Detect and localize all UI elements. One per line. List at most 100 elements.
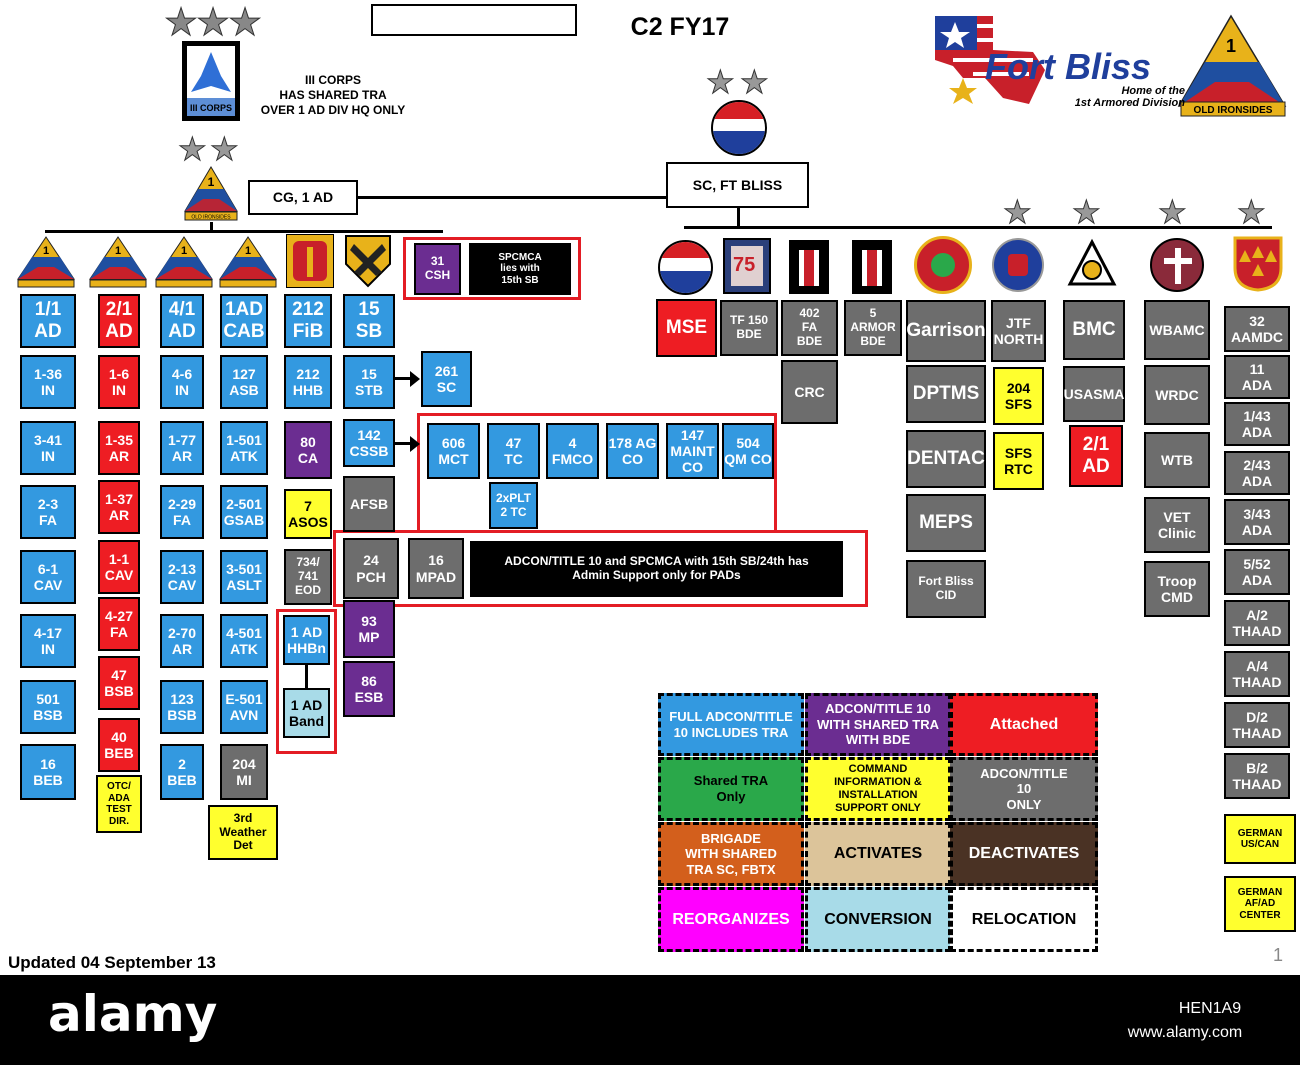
brigade-212-fib: 212 FiB bbox=[284, 294, 332, 348]
battalion-box: 7 ASOS bbox=[284, 489, 332, 539]
company-box: 4 FMCO bbox=[546, 423, 599, 479]
battalion-box: 1-77 AR bbox=[160, 421, 204, 475]
fires-brigade-patch bbox=[286, 234, 334, 288]
legend-item: Shared TRA Only bbox=[658, 757, 804, 821]
general-star-icon: ★ bbox=[1072, 194, 1102, 230]
battalion-box: 142 CSSB bbox=[343, 419, 395, 467]
general-star-icon: ★ bbox=[163, 2, 199, 44]
general-star-icon: ★ bbox=[178, 131, 208, 167]
sc-patch bbox=[711, 100, 767, 156]
first-army-patch bbox=[852, 240, 892, 294]
spcmca-note: SPCMCA lies with 15th SB bbox=[469, 243, 571, 295]
general-star-icon: ★ bbox=[227, 2, 263, 44]
2xplt-2tc: 2xPLT 2 TC bbox=[489, 482, 538, 529]
armor-triangle-icon: 1 OLD IRONSIDES bbox=[184, 166, 238, 221]
wbamc-unit: WRDC bbox=[1144, 365, 1210, 425]
battalion-box: AFSB bbox=[343, 476, 395, 532]
261-sc: 261 SC bbox=[421, 351, 472, 407]
corps-note: III CORPS HAS SHARED TRA OVER 1 AD DIV H… bbox=[260, 73, 406, 117]
watermark-url: www.alamy.com bbox=[1127, 1024, 1243, 1041]
crc: CRC bbox=[781, 360, 838, 424]
legend-item: DEACTIVATES bbox=[950, 822, 1098, 886]
garrison-unit: MEPS bbox=[906, 494, 986, 552]
battalion-box: 734/ 741 EOD bbox=[284, 549, 332, 605]
div-stem-line bbox=[210, 222, 213, 232]
tf150-patch: 75 bbox=[723, 238, 771, 294]
aamdc-patch bbox=[1233, 236, 1283, 292]
logo-tagline: Home of the 1st Armored Division bbox=[1074, 85, 1185, 109]
watermark-banner: alamy HEN1A9 www.alamy.com bbox=[0, 975, 1300, 1065]
sc-bus-line bbox=[684, 226, 1272, 229]
ada-unit: 5/52 ADA bbox=[1224, 549, 1290, 595]
legend-item: Attached bbox=[950, 693, 1098, 756]
sustainment-brigade-patch bbox=[344, 234, 392, 288]
1ad-brigade-patch: 1 bbox=[88, 235, 148, 289]
31-csh: 31 CSH bbox=[414, 243, 461, 295]
garrison: Garrison bbox=[906, 300, 986, 362]
cg-1ad-box: CG, 1 AD bbox=[248, 180, 358, 215]
legend-item: ADCON/TITLE 10 ONLY bbox=[950, 757, 1098, 821]
company-box: 47 TC bbox=[487, 423, 540, 479]
bmc-patch bbox=[1066, 238, 1118, 292]
battalion-box: 93 MP bbox=[343, 600, 395, 658]
battalion-box: 16 BEB bbox=[20, 744, 76, 800]
battalion-box: 80 CA bbox=[284, 421, 332, 479]
ada-unit: GERMAN US/CAN bbox=[1224, 814, 1296, 864]
wbamc-unit: WTB bbox=[1144, 432, 1210, 488]
brigade-1-1ad: 1/1 AD bbox=[20, 294, 76, 348]
updated-date: Updated 04 September 13 bbox=[8, 953, 216, 972]
brigade-4-1ad: 4/1 AD bbox=[160, 294, 204, 348]
battalion-box: 1-1 CAV bbox=[98, 540, 140, 594]
general-star-icon: ★ bbox=[1003, 194, 1033, 230]
watermark-id: HEN1A9 bbox=[1178, 1000, 1242, 1017]
company-box: 178 AG CO bbox=[606, 423, 659, 479]
svg-text:1: 1 bbox=[181, 245, 187, 257]
pad-frame bbox=[333, 530, 868, 607]
svg-text:OLD IRONSIDES: OLD IRONSIDES bbox=[191, 215, 231, 221]
tf150-bde: TF 150 BDE bbox=[720, 300, 778, 356]
svg-text:1: 1 bbox=[43, 245, 49, 257]
legend-item: ACTIVATES bbox=[805, 822, 951, 886]
ada-unit: 2/43 ADA bbox=[1224, 451, 1290, 495]
battalion-box: 86 ESB bbox=[343, 661, 395, 717]
battalion-box: 2-13 CAV bbox=[160, 550, 204, 604]
general-star-icon: ★ bbox=[210, 131, 240, 167]
wbamc: WBAMC bbox=[1144, 300, 1210, 360]
battalion-box: 1 AD HHBn bbox=[283, 615, 330, 665]
garrison-unit: DPTMS bbox=[906, 365, 986, 423]
battalion-box: 1-6 IN bbox=[98, 355, 140, 409]
battalion-box: 47 BSB bbox=[98, 656, 140, 710]
ada-unit: B/2 THAAD bbox=[1224, 753, 1290, 799]
legend-item: REORGANIZES bbox=[658, 887, 804, 952]
battalion-box: 2 BEB bbox=[160, 744, 204, 800]
page-number: 1 bbox=[1272, 945, 1283, 965]
battalion-box: 127 ASB bbox=[220, 355, 268, 409]
1ad-brigade-patch: 1 bbox=[154, 235, 214, 289]
legend-item: FULL ADCON/TITLE 10 INCLUDES TRA bbox=[658, 693, 804, 756]
bmc: BMC bbox=[1063, 300, 1125, 360]
battalion-box: 204 MI bbox=[220, 744, 268, 800]
ada-unit: A/4 THAAD bbox=[1224, 651, 1290, 697]
svg-text:III CORPS: III CORPS bbox=[190, 103, 232, 113]
company-box: 147 MAINT CO bbox=[666, 423, 719, 479]
cg-to-sc-line bbox=[358, 196, 666, 199]
battalion-box: 4-17 IN bbox=[20, 614, 76, 668]
wbamc-unit: Troop CMD bbox=[1144, 561, 1210, 617]
battalion-box: 1-501 ATK bbox=[220, 421, 268, 475]
1ad-brigade-patch: 1 bbox=[16, 235, 76, 289]
first-army-patch bbox=[789, 240, 829, 294]
legend-item: CONVERSION bbox=[805, 887, 951, 952]
32-aamdc: 32 AAMDC bbox=[1224, 306, 1290, 352]
ada-unit: GERMAN AF/AD CENTER bbox=[1224, 876, 1296, 932]
battalion-box: 3-501 ASLT bbox=[220, 550, 268, 604]
battalion-box: 1-35 AR bbox=[98, 421, 140, 475]
company-box: 606 MCT bbox=[427, 423, 480, 479]
sc-stem-line bbox=[737, 208, 740, 228]
mse-patch bbox=[658, 240, 713, 295]
1ad-brigade-patch: 1 bbox=[218, 235, 278, 289]
battalion-box: 501 BSB bbox=[20, 680, 76, 734]
battalion-box: OTC/ ADA TEST DIR. bbox=[96, 775, 142, 833]
ada-unit: 11 ADA bbox=[1224, 355, 1290, 399]
svg-text:OLD IRONSIDES: OLD IRONSIDES bbox=[1194, 105, 1273, 116]
battalion-box: 40 BEB bbox=[98, 718, 140, 772]
